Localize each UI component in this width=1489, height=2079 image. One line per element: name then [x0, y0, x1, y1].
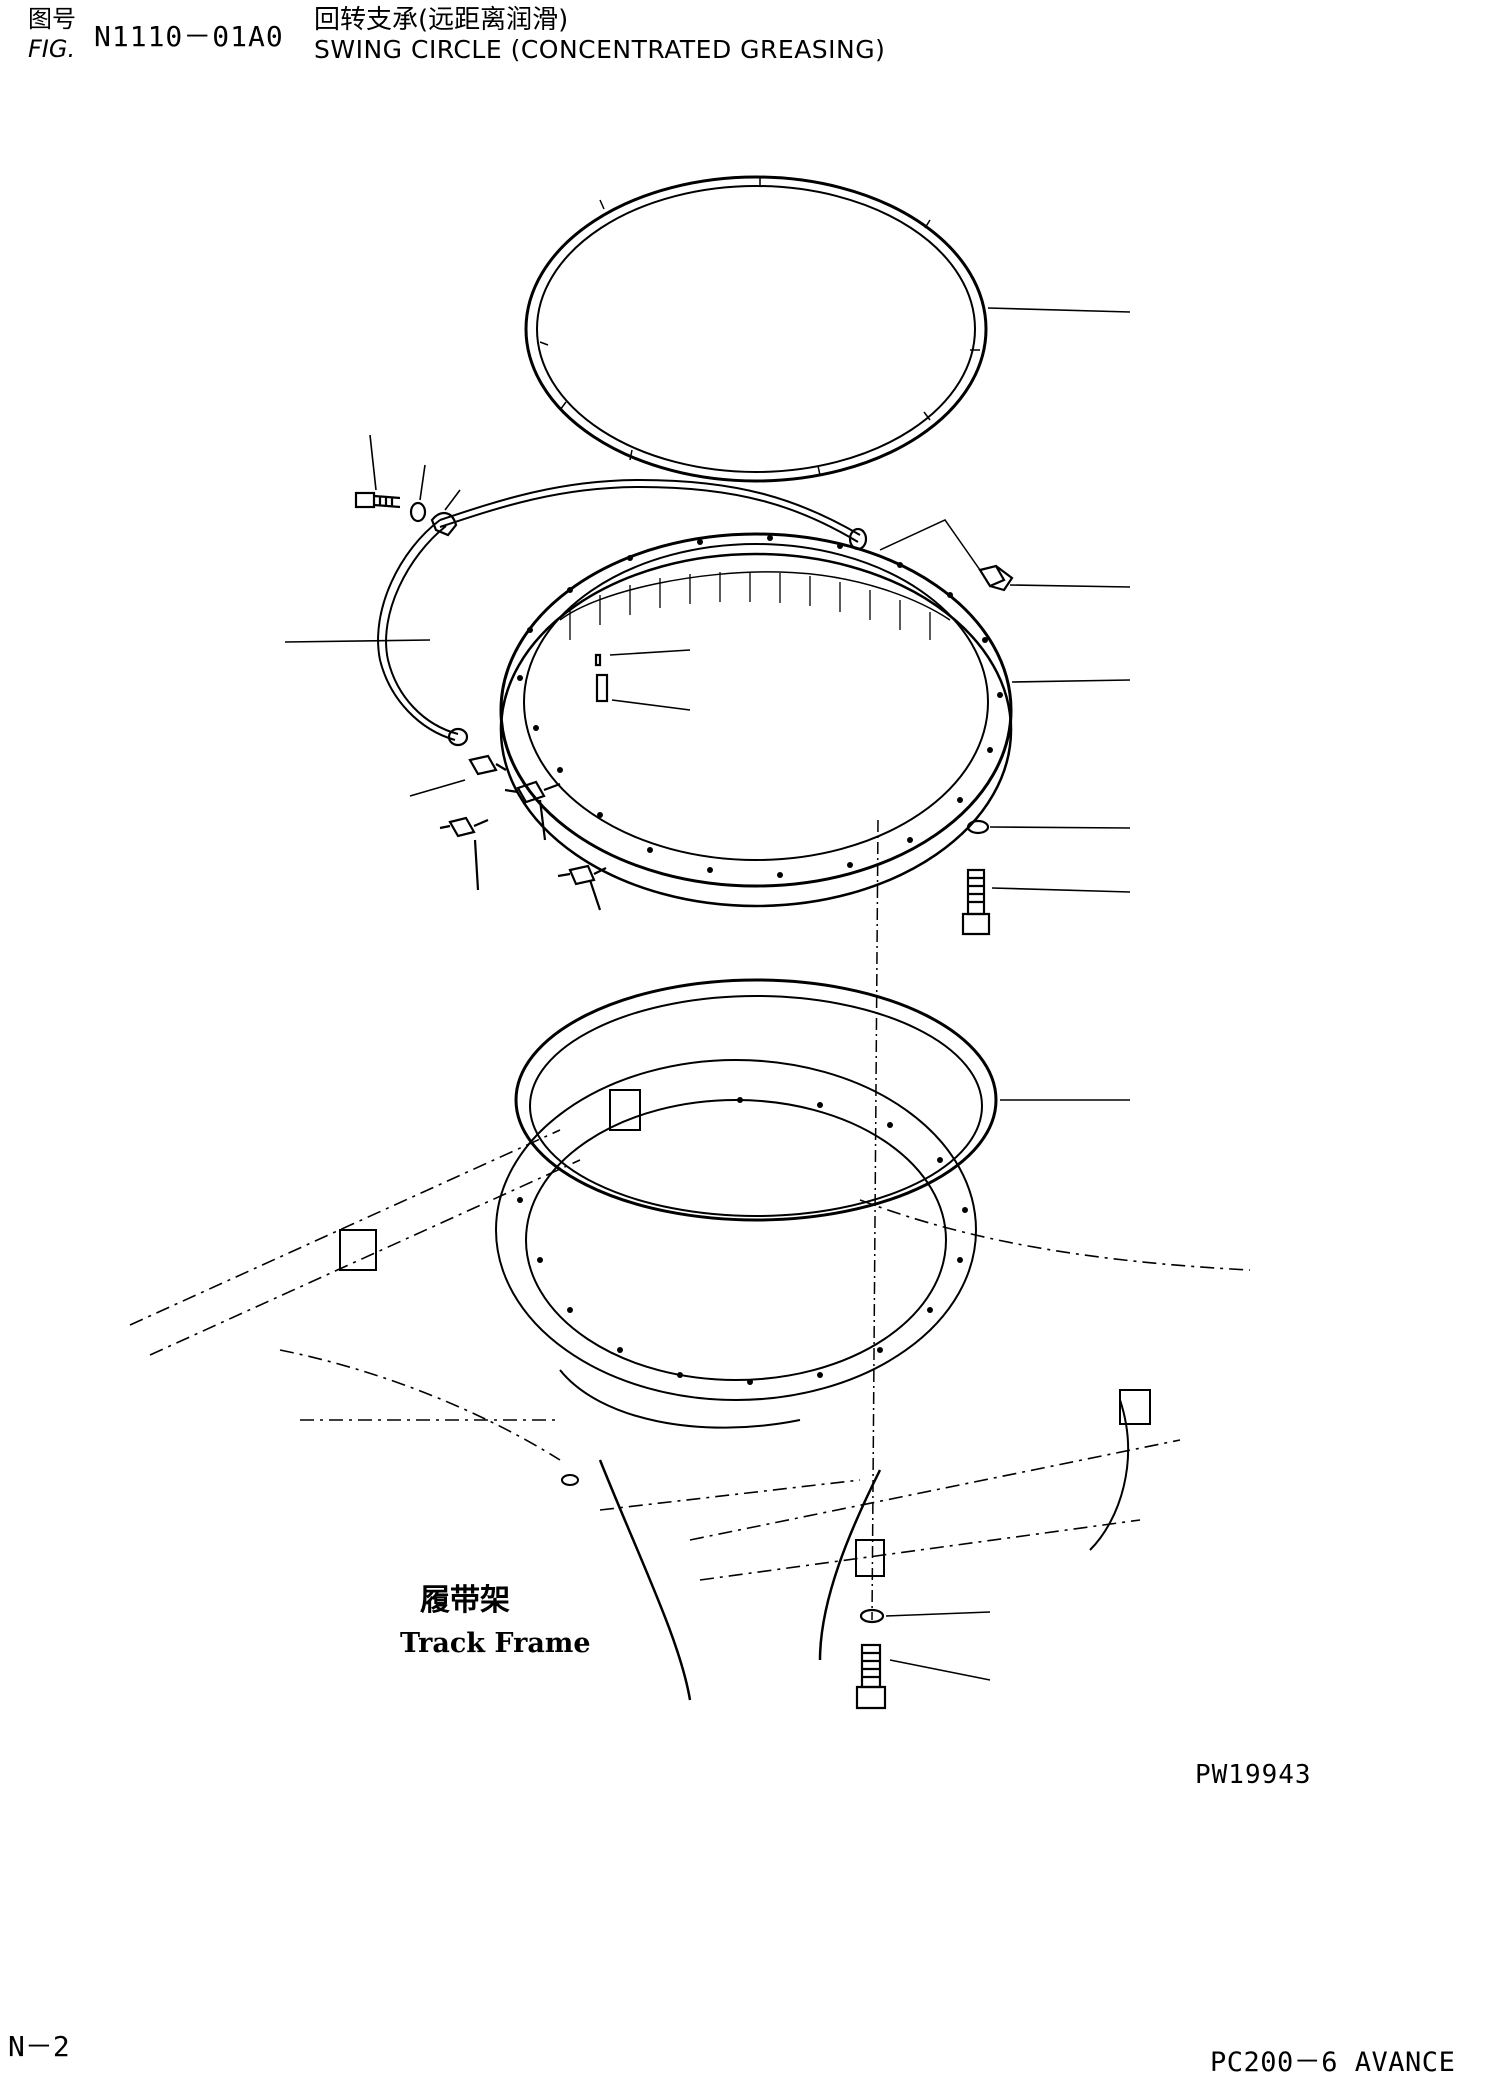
page-number: N－2 — [8, 2030, 70, 2063]
grease-hose — [377, 478, 868, 747]
track-frame-label-cn: 履带架 — [420, 1583, 510, 1618]
mounting-bolt-upper — [961, 819, 991, 936]
model-name: PC200－6 AVANCE — [1210, 2047, 1456, 2078]
exploded-parts-diagram: 履带架 Track Frame — [0, 80, 1489, 1780]
swing-circle-bearing — [499, 532, 1013, 908]
mounting-bolt-lower — [855, 1608, 887, 1710]
clamp-bolt — [354, 491, 458, 537]
center-axis-line — [871, 819, 879, 1621]
track-frame-outline — [129, 1129, 1251, 1581]
fig-number: N1110－01A0 — [94, 20, 284, 53]
drawing-reference: PW19943 — [1195, 1760, 1312, 1790]
track-frame-body — [339, 1059, 1151, 1701]
title-en: SWING CIRCLE (CONCENTRATED GREASING) — [314, 35, 886, 64]
lower-seal-ring — [514, 978, 998, 1222]
grease-fittings — [439, 754, 607, 911]
fig-label-en: FIG. — [28, 35, 76, 63]
fig-label-cn: 图号 — [28, 5, 76, 33]
title-cn: 回转支承(远距离润滑) — [314, 5, 569, 35]
track-frame-label-en: Track Frame — [400, 1628, 591, 1659]
top-seal-ring — [524, 175, 988, 483]
leader-lines — [284, 307, 1131, 1681]
elbow-fitting — [879, 519, 1014, 592]
figure-header: 图号 FIG. N1110－01A0 回转支承(远距离润滑) SWING CIR… — [28, 6, 1128, 76]
